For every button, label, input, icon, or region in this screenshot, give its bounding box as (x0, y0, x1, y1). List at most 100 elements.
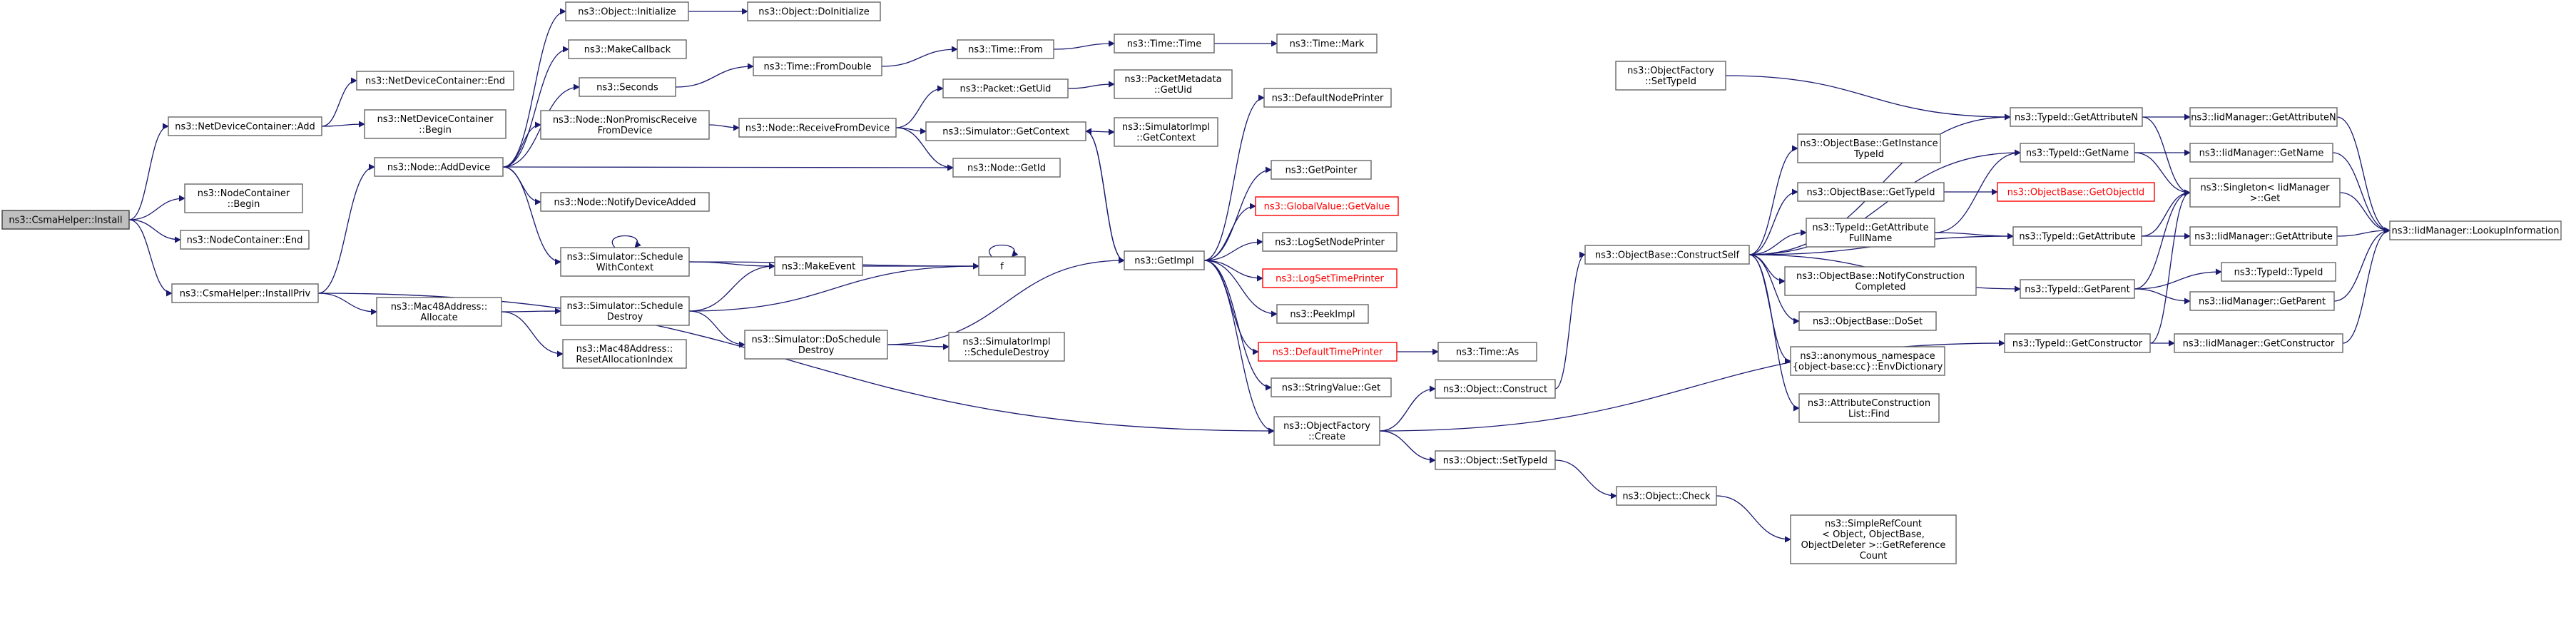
graph-node-n57[interactable]: ns3::TypeId::GetName (2020, 143, 2135, 163)
graph-node-n35[interactable]: ns3::GlobalValue::GetValue (1255, 196, 1399, 216)
graph-node-n0: ns3::CsmaHelper::Install (1, 210, 130, 230)
graph-node-n28[interactable]: ns3::Time::Time (1114, 34, 1215, 54)
call-edge (321, 77, 357, 127)
graph-node-n12[interactable]: ns3::Node::NotifyDeviceAdded (540, 192, 710, 212)
node-box (1797, 133, 1941, 163)
graph-node-n44[interactable]: ns3::Object::SetTypeId (1435, 450, 1556, 470)
graph-node-n8[interactable]: ns3::Object::Initialize (565, 1, 689, 21)
graph-node-n19[interactable]: ns3::Node::ReceiveFromDevice (738, 118, 897, 138)
call-edge (1554, 459, 1617, 499)
graph-node-n33[interactable]: ns3::DefaultNodePrinter (1263, 88, 1392, 108)
graph-node-n21[interactable]: f (978, 256, 1026, 276)
graph-node-n69[interactable]: ns3::IidManager::LookupInformation (2389, 220, 2562, 240)
call-edge (2336, 116, 2391, 234)
graph-node-n5[interactable]: ns3::NetDeviceContainer::End (356, 71, 514, 91)
node-label: ns3::MakeEvent (782, 262, 856, 273)
graph-node-n30[interactable]: ns3::SimulatorImpl::GetContext (1114, 117, 1218, 147)
graph-node-n64[interactable]: ns3::Singleton< IidManager>::Get (2189, 178, 2341, 208)
graph-node-n31[interactable]: ns3::Time::Mark (1276, 34, 1378, 54)
graph-node-n34[interactable]: ns3::GetPointer (1271, 160, 1372, 180)
graph-node-n60[interactable]: ns3::TypeId::GetParent (2020, 279, 2135, 299)
graph-node-n2[interactable]: ns3::NodeContainer::Begin (184, 183, 303, 213)
graph-node-n27[interactable]: ns3::SimulatorImpl::ScheduleDestroy (948, 332, 1065, 362)
graph-node-n59[interactable]: ns3::TypeId::GetAttribute (2012, 226, 2142, 246)
graph-node-n26[interactable]: ns3::Node::GetId (952, 158, 1061, 178)
node-label: ns3::Object::DoInitialize (758, 7, 870, 18)
graph-node-n36[interactable]: ns3::LogSetNodePrinter (1262, 232, 1398, 252)
graph-node-n56[interactable]: ns3::TypeId::GetAttributeN (2010, 107, 2143, 127)
graph-node-n10[interactable]: ns3::Seconds (579, 77, 676, 97)
graph-node-n46[interactable]: ns3::ObjectFactory::SetTypeId (1615, 61, 1726, 91)
node-box (2189, 143, 2333, 163)
graph-node-n66[interactable]: ns3::TypeId::TypeId (2221, 262, 2336, 282)
node-label: {object-base:cc}::EnvDictionary (1793, 362, 1943, 372)
call-edge (1203, 203, 1256, 261)
graph-node-n63[interactable]: ns3::IidManager::GetName (2189, 143, 2333, 163)
graph-node-n4[interactable]: ns3::CsmaHelper::InstallPriv (171, 283, 319, 303)
graph-node-n24[interactable]: ns3::Packet::GetUid (942, 78, 1069, 98)
graph-node-n7[interactable]: ns3::Node::AddDevice (374, 157, 504, 177)
graph-node-n6[interactable]: ns3::NetDeviceContainer::Begin (364, 109, 506, 139)
graph-node-n67[interactable]: ns3::IidManager::GetParent (2189, 291, 2335, 311)
graph-node-n38[interactable]: ns3::PeekImpl (1276, 304, 1369, 324)
node-box (957, 39, 1054, 59)
graph-node-n41[interactable]: ns3::ObjectFactory::Create (1273, 416, 1380, 446)
graph-node-n62[interactable]: ns3::IidManager::GetAttributeN (2189, 107, 2338, 127)
graph-node-n43[interactable]: ns3::Object::Construct (1435, 379, 1556, 399)
node-box (1790, 514, 1957, 564)
graph-node-n9[interactable]: ns3::MakeCallback (568, 39, 687, 59)
node-label: ns3::IidManager::LookupInformation (2391, 226, 2559, 237)
node-label: ns3::Node::AddDevice (387, 163, 490, 173)
graph-node-n23[interactable]: ns3::Time::From (957, 39, 1054, 59)
graph-node-n68[interactable]: ns3::IidManager::GetConstructor (2174, 333, 2343, 353)
graph-node-n47[interactable]: ns3::ObjectBase::ConstructSelf (1584, 245, 1750, 265)
call-edge (1379, 385, 1436, 432)
call-edge (708, 124, 740, 131)
graph-node-n20[interactable]: ns3::MakeEvent (774, 256, 863, 276)
graph-node-n52[interactable]: ns3::ObjectBase::NotifyConstructionCompl… (1784, 266, 1977, 296)
node-box (2020, 143, 2135, 163)
graph-node-n39[interactable]: ns3::DefaultTimePrinter (1258, 342, 1398, 362)
graph-node-n58[interactable]: ns3::ObjectBase::GetObjectId (1997, 182, 2155, 202)
graph-node-n16[interactable]: ns3::Mac48Address::ResetAllocationIndex (562, 339, 687, 369)
graph-node-n14[interactable]: ns3::Mac48Address::Allocate (376, 297, 502, 327)
graph-node-n29[interactable]: ns3::PacketMetadata::GetUid (1114, 69, 1233, 99)
graph-node-n53[interactable]: ns3::ObjectBase::DoSet (1798, 311, 1937, 331)
node-box (753, 56, 882, 76)
call-edge (2332, 152, 2391, 234)
node-label: ns3::Simulator::DoSchedule (751, 335, 880, 345)
graph-node-n40[interactable]: ns3::StringValue::Get (1271, 377, 1392, 397)
graph-node-n42[interactable]: ns3::Time::As (1437, 342, 1537, 362)
node-label: Allocate (420, 312, 457, 323)
graph-node-n1[interactable]: ns3::NetDeviceContainer::Add (168, 116, 322, 136)
graph-node-n32[interactable]: ns3::GetImpl (1124, 250, 1205, 270)
graph-node-n65[interactable]: ns3::IidManager::GetAttribute (2189, 226, 2338, 246)
graph-node-n50[interactable]: ns3::ObjectBase::GetTypeId (1797, 182, 1945, 202)
graph-node-n17[interactable]: ns3::Object::DoInitialize (747, 1, 881, 21)
call-edge (887, 343, 950, 350)
call-edge (1716, 495, 1791, 543)
graph-node-n45[interactable]: ns3::Object::Check (1616, 486, 1717, 506)
graph-node-n15[interactable]: ns3::Simulator::ScheduleDestroy (560, 296, 690, 326)
node-label: >::Get (2250, 193, 2281, 204)
graph-node-n37[interactable]: ns3::LogSetTimePrinter (1262, 268, 1398, 288)
graph-node-n25[interactable]: ns3::Simulator::GetContext (925, 121, 1086, 141)
node-label: ns3::Singleton< IidManager (2200, 183, 2330, 193)
graph-node-n18[interactable]: ns3::Time::FromDouble (753, 56, 882, 76)
node-box (2004, 333, 2151, 353)
node-label: ns3::AttributeConstruction (1808, 398, 1930, 409)
node-label: ns3::IidManager::GetParent (2199, 297, 2326, 308)
graph-node-n54[interactable]: ns3::anonymous_namespace{object-base:cc}… (1790, 346, 1945, 376)
graph-node-n61[interactable]: ns3::TypeId::GetConstructor (2004, 333, 2151, 353)
node-box (1262, 268, 1398, 288)
call-edge (688, 263, 775, 312)
graph-node-n3[interactable]: ns3::NodeContainer::End (180, 230, 310, 250)
graph-node-n48[interactable]: ns3::SimpleRefCount< Object, ObjectBase,… (1790, 514, 1957, 564)
call-edge (128, 219, 173, 297)
